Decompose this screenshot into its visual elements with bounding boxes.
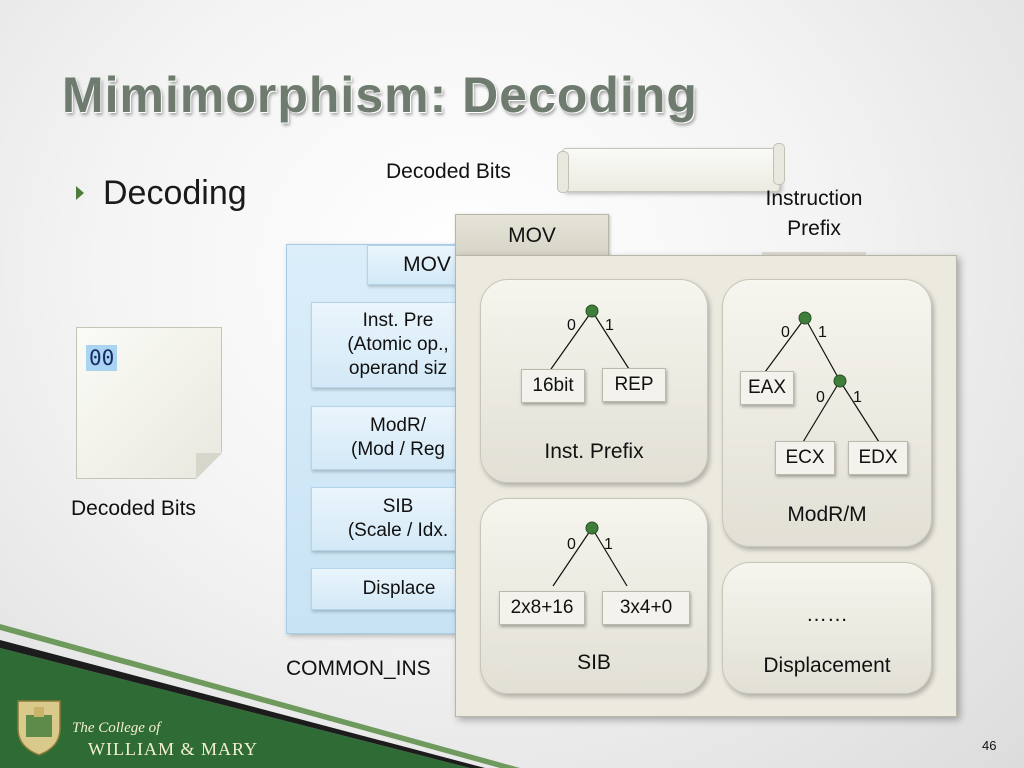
sib-leaf-3x4: 3x4+0: [602, 591, 690, 625]
instruction-prefix-label: Instruction Prefix: [765, 187, 863, 240]
modrm-sub-bit-0: 0: [816, 389, 825, 406]
decoded-bits-top-label: Decoded Bits: [386, 160, 511, 183]
inst-prefix-tree: [550, 304, 630, 370]
sib-card: 0 1 2x8+16 3x4+0 SIB: [480, 498, 708, 694]
modrm-sub-bit-1: 1: [853, 389, 862, 406]
sib-bit-0: 0: [567, 536, 576, 553]
decoded-bits-note-label: Decoded Bits: [71, 497, 196, 520]
displacement-card-label: Displacement: [763, 654, 891, 677]
modrm-leaf-ecx: ECX: [775, 441, 835, 475]
sib-leaf-2x8: 2x8+16: [499, 591, 585, 625]
modrm-edge-0: [764, 317, 806, 373]
modrm-inner-node: [833, 374, 847, 388]
college-of-text: The College of: [72, 720, 161, 736]
modrm-card: 0 1 EAX 0 1 ECX EDX ModR/M: [722, 279, 932, 547]
modrm-tree: [764, 311, 880, 443]
inst-prefix-bit-1: 1: [605, 317, 614, 334]
inst-prefix-bit-0: 0: [567, 317, 576, 334]
decoding-tree-panel: 0 1 16bit REP Inst. Prefix 0 1 EAX 0 1 E…: [455, 255, 957, 717]
modrm-sub-edge-1: [839, 380, 880, 443]
sib-edge-1: [591, 527, 628, 587]
modrm-leaf-edx: EDX: [848, 441, 908, 475]
page-number: 46: [982, 738, 997, 753]
displacement-ellipsis: ……: [806, 603, 848, 626]
modrm-root-node: [798, 311, 812, 325]
common-ins-caption: COMMON_INS: [286, 657, 431, 680]
bullet-text: Decoding: [103, 174, 247, 212]
decoded-bits-scroll: [557, 143, 785, 193]
college-crest-icon: [17, 700, 61, 756]
inst-prefix-leaf-rep: REP: [602, 368, 666, 402]
modrm-card-label: ModR/M: [787, 503, 867, 526]
sib-root-node: [585, 521, 599, 535]
sib-card-label: SIB: [577, 651, 611, 674]
modrm-bit-1: 1: [818, 324, 827, 341]
inst-prefix-edge-0: [550, 310, 593, 370]
sib-bit-1: 1: [604, 536, 613, 553]
slide-title: Mimimorphism: Decoding: [62, 67, 698, 123]
footer-light-stripe: [0, 624, 520, 768]
modrm-sub-edge-0: [802, 380, 841, 443]
bullet-arrow-icon: [76, 186, 84, 200]
note-fold-corner: [196, 453, 222, 479]
modrm-bit-0: 0: [781, 324, 790, 341]
sib-edge-0: [552, 527, 593, 587]
footer-dark-stripe: [0, 640, 485, 768]
decoded-bits-value: 00: [86, 345, 118, 371]
mov-tab: MOV: [455, 214, 609, 258]
inst-prefix-leaf-16bit: 16bit: [521, 369, 585, 403]
modrm-edge-1: [804, 317, 841, 382]
footer-band: [0, 624, 520, 768]
inst-prefix-card: 0 1 16bit REP Inst. Prefix: [480, 279, 708, 483]
sib-tree: [552, 521, 628, 587]
modrm-leaf-eax: EAX: [740, 371, 794, 405]
displacement-card: …… Displacement: [722, 562, 932, 694]
william-mary-text: WILLIAM & MARY: [88, 739, 258, 759]
inst-prefix-root-node: [585, 304, 599, 318]
inst-prefix-card-label: Inst. Prefix: [544, 440, 644, 463]
inst-prefix-edge-1: [591, 310, 630, 370]
